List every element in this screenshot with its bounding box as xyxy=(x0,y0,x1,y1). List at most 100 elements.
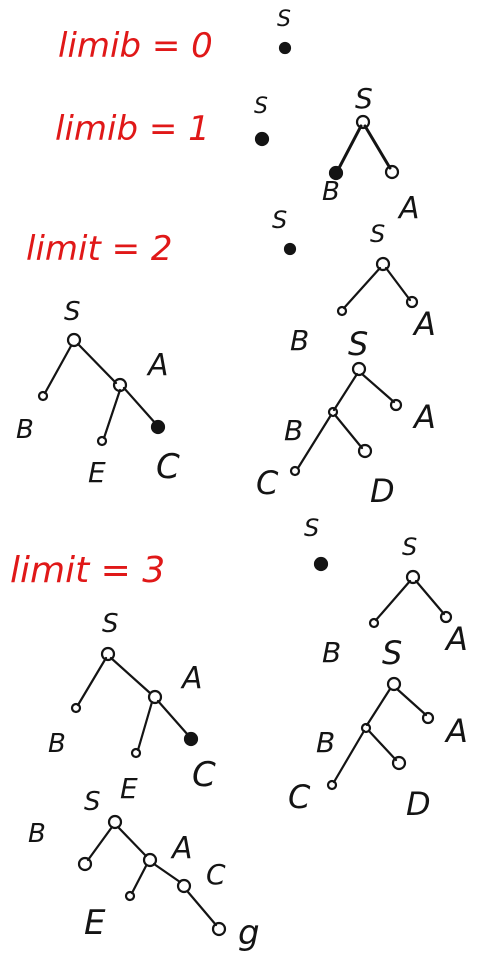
label-b: B xyxy=(48,729,66,759)
tree-edge xyxy=(109,656,152,695)
label-s: S xyxy=(348,325,368,363)
label-d: D xyxy=(370,472,395,510)
tree-edge xyxy=(395,687,428,717)
label-s: S xyxy=(277,7,291,32)
tree-node-a xyxy=(147,689,163,705)
tree-node-e xyxy=(124,890,136,902)
tree-node-b xyxy=(336,305,348,317)
tree-node-s xyxy=(283,242,297,256)
tree-node-b xyxy=(327,406,339,418)
label-c: C xyxy=(288,778,311,816)
tree-limit2-single xyxy=(283,242,297,256)
tree-limit2-depth1 xyxy=(336,256,419,317)
tree-edge xyxy=(76,656,108,707)
tree-node-a xyxy=(384,164,400,180)
tree-limit0 xyxy=(278,41,292,55)
tree-edge xyxy=(332,372,359,412)
tree-edge xyxy=(152,862,182,884)
label-c: C xyxy=(256,464,279,502)
tree-node-b xyxy=(37,390,49,402)
tree-edge xyxy=(374,579,412,622)
tree-node-b xyxy=(328,165,344,181)
label-a: A xyxy=(444,620,468,658)
label-e: E xyxy=(84,903,106,943)
tree-node-b xyxy=(360,722,372,734)
label-s: S xyxy=(254,94,268,119)
tree-node-e xyxy=(96,435,108,447)
tree-node-a xyxy=(112,377,128,393)
label-b: B xyxy=(290,324,309,357)
tree-node-s xyxy=(100,646,116,662)
label-b: B xyxy=(316,726,335,759)
tree-node-d xyxy=(357,443,373,459)
tree-edge xyxy=(414,579,446,616)
tree-edge xyxy=(136,700,154,752)
label-e: E xyxy=(120,772,138,805)
tree-edge xyxy=(116,825,148,858)
tree-limit2-left xyxy=(37,332,166,447)
tree-node-s xyxy=(355,114,371,130)
label-b: B xyxy=(322,177,340,207)
label-b: B xyxy=(284,414,303,447)
tree-node-s xyxy=(278,41,292,55)
tree-node-d xyxy=(391,755,407,771)
limit-3-heading: limit = 3 xyxy=(10,550,165,591)
tree-edge xyxy=(336,124,363,172)
tree-limit3-depth1 xyxy=(368,569,453,629)
tree-limit1-single xyxy=(254,131,270,147)
label-c: C xyxy=(192,755,216,795)
label-a: A xyxy=(170,831,193,866)
tree-edge xyxy=(186,890,218,927)
tree-limit1-expanded xyxy=(328,114,400,181)
tree-limit2-depth2 xyxy=(289,361,403,477)
tree-node-s xyxy=(375,256,391,272)
tree-edge xyxy=(384,266,412,302)
tree-node-c xyxy=(289,465,301,477)
label-s: S xyxy=(102,609,119,639)
tree-node-c xyxy=(183,731,199,747)
label-s: S xyxy=(304,514,319,542)
label-b: B xyxy=(322,636,341,669)
tree-edge xyxy=(365,687,392,727)
tree-edge xyxy=(360,372,396,404)
tree-node-a xyxy=(389,398,403,412)
tree-limit3-depth2 xyxy=(326,676,435,791)
tree-edge xyxy=(102,388,122,440)
tree-edge xyxy=(76,342,118,385)
tree-limit3-left-lower xyxy=(77,814,227,937)
tree-edge xyxy=(342,266,382,310)
limit-2-heading: limit = 2 xyxy=(26,229,173,269)
tree-edge xyxy=(332,729,366,784)
label-c: C xyxy=(156,447,180,487)
tree-edge xyxy=(296,413,333,470)
label-a: A xyxy=(412,398,436,436)
label-s: S xyxy=(370,220,385,248)
tree-edge xyxy=(130,864,148,895)
label-e: E xyxy=(88,456,106,489)
label-s: S xyxy=(382,634,402,672)
tree-edge xyxy=(43,344,73,395)
tree-edge xyxy=(333,413,364,450)
tree-edge xyxy=(363,124,392,170)
tree-limit3-single xyxy=(313,556,329,572)
tree-node-s xyxy=(405,569,421,585)
tree-node-s xyxy=(313,556,329,572)
tree-node-b xyxy=(77,856,93,872)
tree-node-b xyxy=(368,617,380,629)
label-a: A xyxy=(180,661,203,696)
limit-1-heading: limib = 1 xyxy=(55,109,210,149)
label-s: S xyxy=(64,297,81,327)
label-b: B xyxy=(16,415,34,445)
tree-node-c xyxy=(326,779,338,791)
label-s: S xyxy=(272,206,287,234)
tree-edge xyxy=(156,699,190,737)
limit-0-heading: limib = 0 xyxy=(58,26,213,66)
label-b: B xyxy=(28,819,46,849)
tree-limit3-left-upper xyxy=(70,646,199,759)
tree-node-s xyxy=(107,814,123,830)
label-s: S xyxy=(84,787,101,817)
tree-edge xyxy=(122,386,158,426)
label-s: S xyxy=(402,533,417,561)
tree-node-g xyxy=(211,921,227,937)
